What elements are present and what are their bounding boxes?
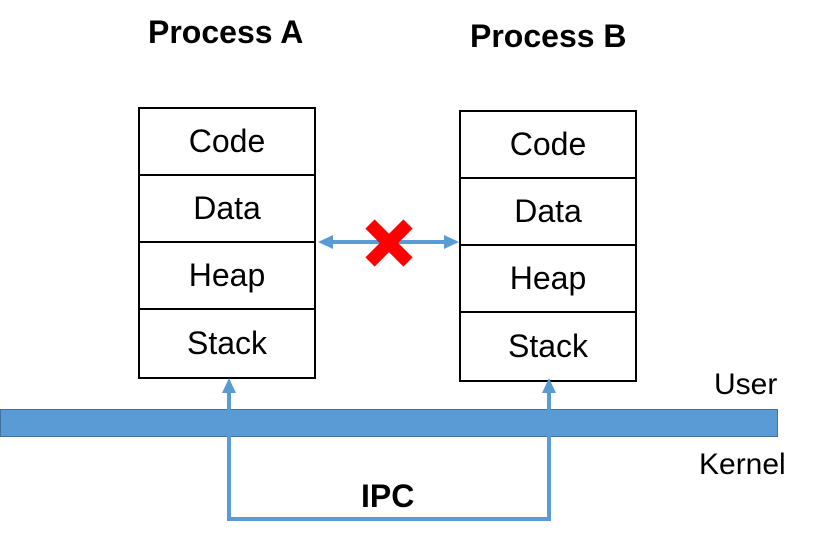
arrow-head-right — [444, 235, 459, 249]
segment-heap: Heap — [461, 246, 635, 313]
segment-code: Code — [461, 112, 635, 179]
process-a-memory: Code Data Heap Stack — [138, 107, 316, 379]
ipc-path — [227, 390, 551, 521]
segment-stack: Stack — [186, 325, 268, 361]
kernel-label: Kernel — [699, 448, 786, 481]
process-b-title: Process B — [470, 18, 627, 54]
ipc-label: IPC — [361, 478, 415, 514]
user-kernel-boundary — [0, 409, 778, 437]
user-label: User — [714, 368, 778, 401]
segment-data: Data — [461, 179, 635, 246]
segment-heap: Heap — [140, 243, 314, 310]
segment-data: Data — [140, 176, 314, 243]
arrow-head-b-up — [542, 378, 556, 393]
process-a-title: Process A — [148, 14, 304, 50]
process-b-memory: Code Data Heap Stack — [459, 110, 637, 382]
arrow-head-a-up — [222, 378, 236, 393]
segment-code: Code — [140, 109, 314, 176]
arrow-head-left — [318, 235, 333, 249]
x-mark-icon — [365, 219, 413, 267]
segment-stack: Stack — [507, 328, 589, 364]
